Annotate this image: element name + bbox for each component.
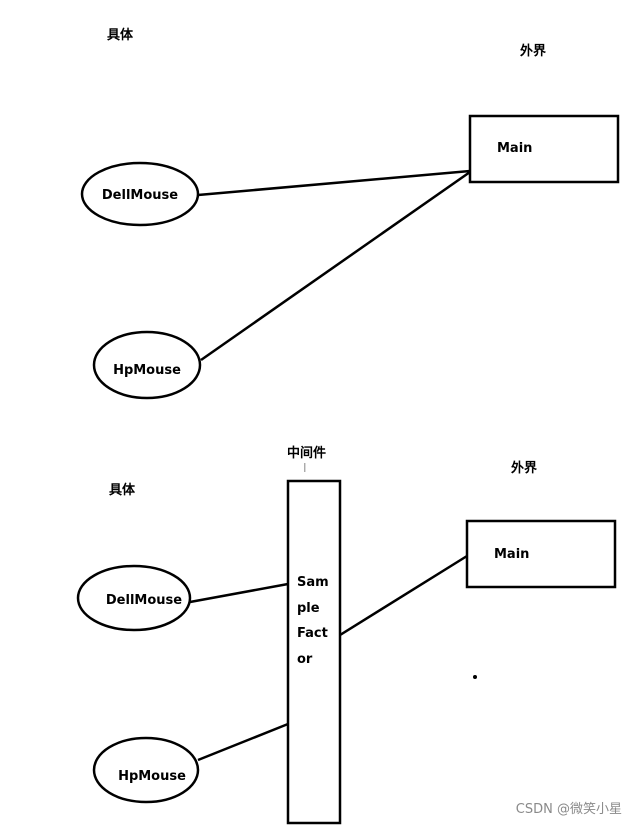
factory-label-line-3: Fact xyxy=(297,626,328,641)
text-cursor-icon: I xyxy=(303,461,307,475)
simple-factory-box xyxy=(286,479,342,825)
top-dellmouse-label: DellMouse xyxy=(102,188,178,203)
bottom-dellmouse-node xyxy=(76,564,192,632)
bottom-middleware-label: 中间件 xyxy=(287,445,326,461)
top-hpmouse-node xyxy=(92,330,202,400)
bottom-main-box xyxy=(465,519,617,589)
bottom-concrete-label: 具体 xyxy=(109,482,136,498)
factory-to-main-edge xyxy=(339,554,468,637)
bottom-dellmouse-label: DellMouse xyxy=(106,593,182,608)
bottom-hpmouse-node xyxy=(92,736,200,804)
top-hpmouse-label: HpMouse xyxy=(113,363,181,378)
factory-label-line-4: or xyxy=(297,652,313,667)
bottom-hp-to-factory-edge xyxy=(197,722,289,762)
bottom-outside-label: 外界 xyxy=(510,460,537,476)
top-outside-label: 外界 xyxy=(519,43,546,59)
top-main-label: Main xyxy=(497,141,532,156)
factory-label-line-2: ple xyxy=(297,601,320,616)
stray-dot xyxy=(473,675,477,679)
bottom-hpmouse-label: HpMouse xyxy=(118,769,186,784)
top-concrete-label: 具体 xyxy=(107,27,134,43)
top-main-box xyxy=(468,114,620,184)
bottom-dell-to-factory-edge xyxy=(189,582,289,604)
top-hp-to-main-edge xyxy=(200,170,471,362)
top-dell-to-main-edge xyxy=(197,169,471,197)
csdn-watermark: CSDN @微笑小星 xyxy=(516,801,622,817)
factory-label-line-1: Sam xyxy=(297,575,329,590)
bottom-main-label: Main xyxy=(494,547,529,562)
